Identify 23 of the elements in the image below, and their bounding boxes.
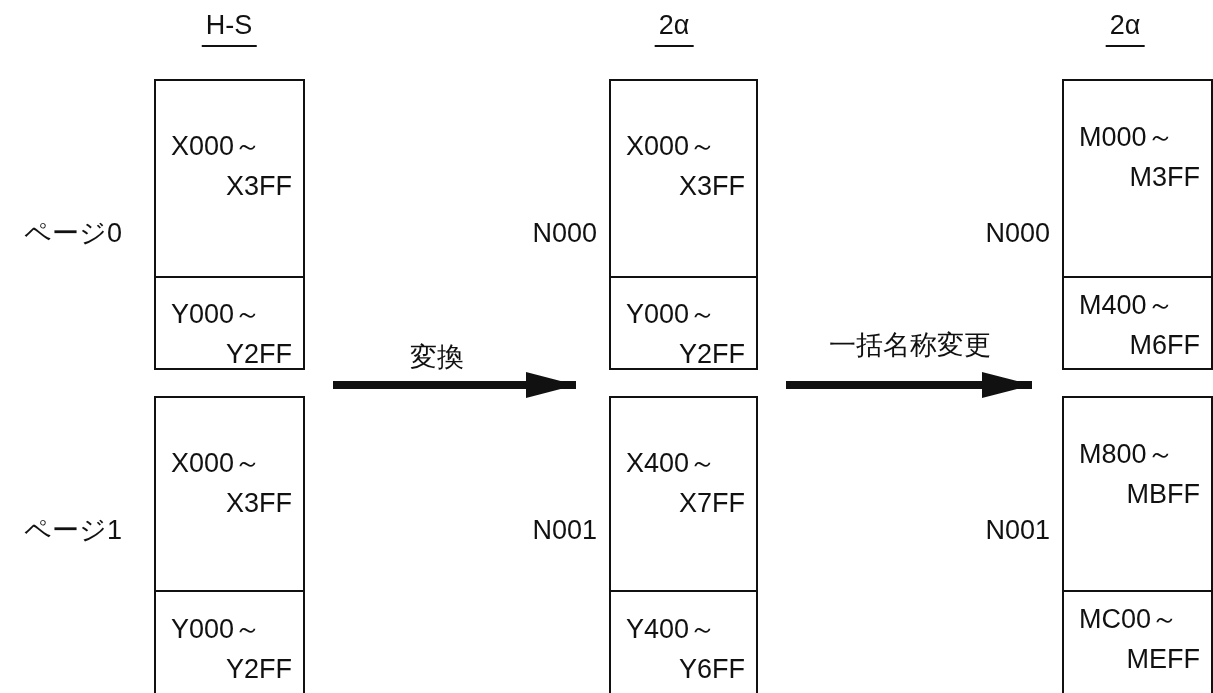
address-range-cell: M800～ MBFF — [1064, 398, 1211, 590]
address-range-cell: Y000～ Y2FF — [156, 276, 303, 372]
block-label: ページ1 — [23, 514, 122, 547]
column-heading: H-S — [201, 10, 257, 47]
address-range-cell: X400～ X7FF — [611, 398, 756, 590]
address-range-cell: X000～ X3FF — [156, 398, 303, 590]
address-range-cell: Y400～ Y6FF — [611, 590, 756, 693]
address-range-cell: MC00～ MEFF — [1064, 590, 1211, 693]
address-range-cell: M000～ M3FF — [1064, 81, 1211, 276]
address-range-cell: Y000～ Y2FF — [611, 276, 756, 372]
address-range-cell: X000～ X3FF — [156, 81, 303, 276]
block-label: N001 — [985, 514, 1050, 547]
block-label: ページ0 — [23, 217, 122, 250]
block-label: N000 — [985, 217, 1050, 250]
edge-label: 一括名称変更 — [829, 329, 991, 361]
block-label: N001 — [532, 514, 597, 547]
edge-label: 変換 — [410, 341, 464, 373]
column-heading: 2α — [1105, 10, 1145, 47]
address-range-cell: M400～ M6FF — [1064, 276, 1211, 372]
address-range-cell: Y000～ Y2FF — [156, 590, 303, 693]
column-heading: 2α — [654, 10, 694, 47]
block-label: N000 — [532, 217, 597, 250]
address-range-cell: X000～ X3FF — [611, 81, 756, 276]
